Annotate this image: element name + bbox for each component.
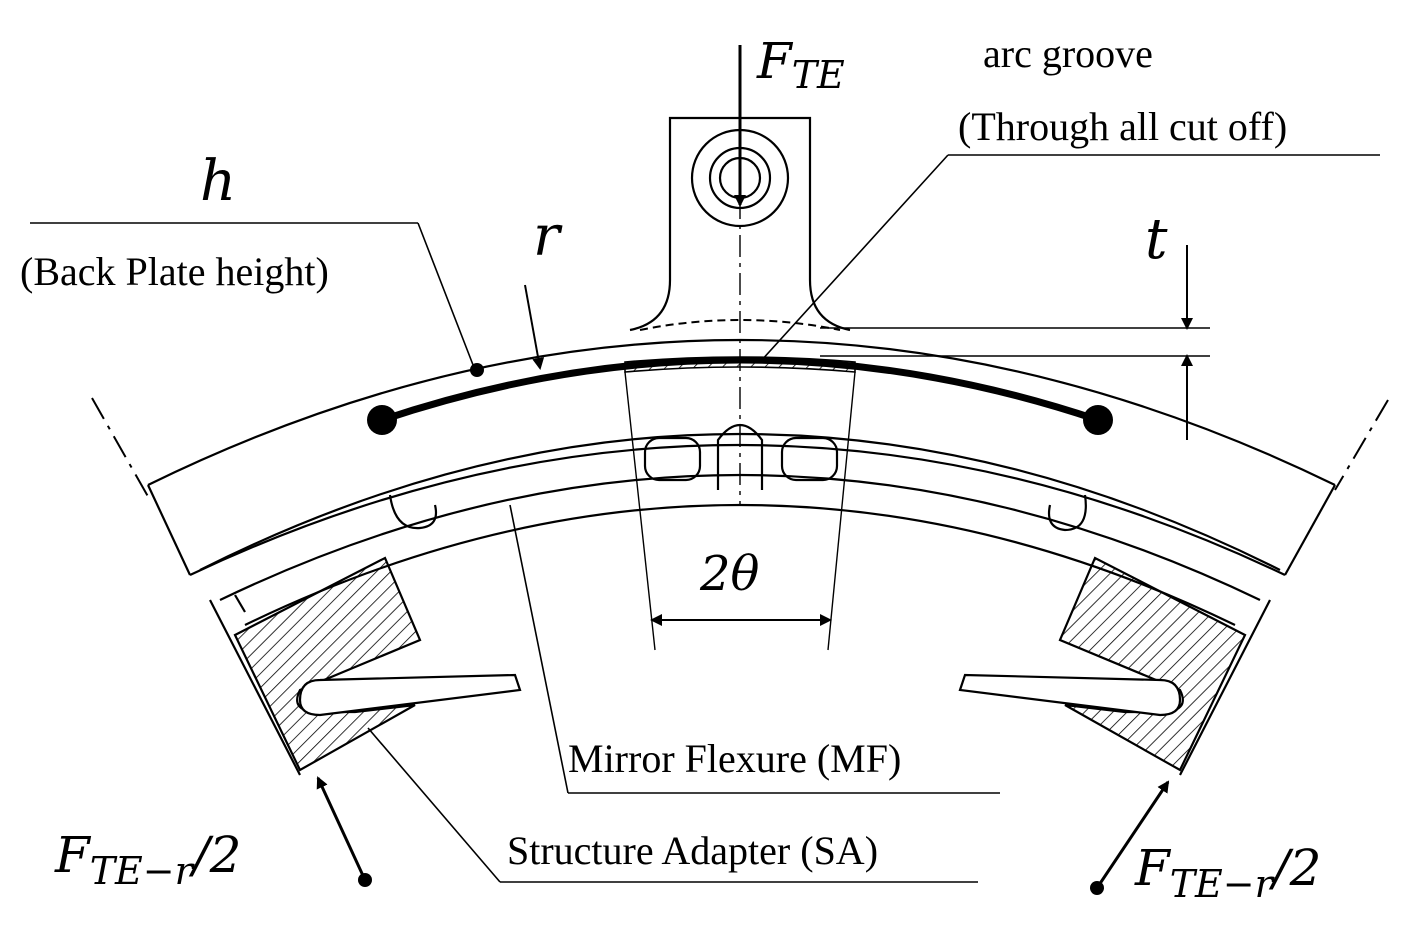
r-symbol: r (533, 204, 563, 269)
force-right-label: FTE−r/2 (1134, 839, 1321, 906)
force-arrow-right (1090, 780, 1170, 895)
t-symbol: t (1145, 207, 1168, 272)
back-plate (147, 338, 1336, 576)
h-symbol: h (200, 149, 236, 214)
mirror-flexure-label: Mirror Flexure (MF) (568, 736, 901, 781)
mirror-flexure-shape (199, 424, 1281, 626)
slot-right (780, 436, 839, 482)
leader-lines (30, 154, 1380, 883)
structure-adapter-right (958, 556, 1271, 776)
angle-label: 2θ (699, 546, 760, 602)
structure-adapter-left (209, 556, 522, 776)
force-top-label: FTE (756, 32, 845, 97)
slot-left (643, 436, 702, 482)
back-plate-label: (Back Plate height) (20, 249, 329, 294)
force-arrow-left (316, 776, 372, 887)
arc-groove-label: arc groove (983, 31, 1153, 76)
force-left-label: FTE−r/2 (54, 826, 241, 893)
structure-adapter-label: Structure Adapter (SA) (507, 828, 878, 873)
arc-groove-sublabel: (Through all cut off) (958, 104, 1287, 149)
